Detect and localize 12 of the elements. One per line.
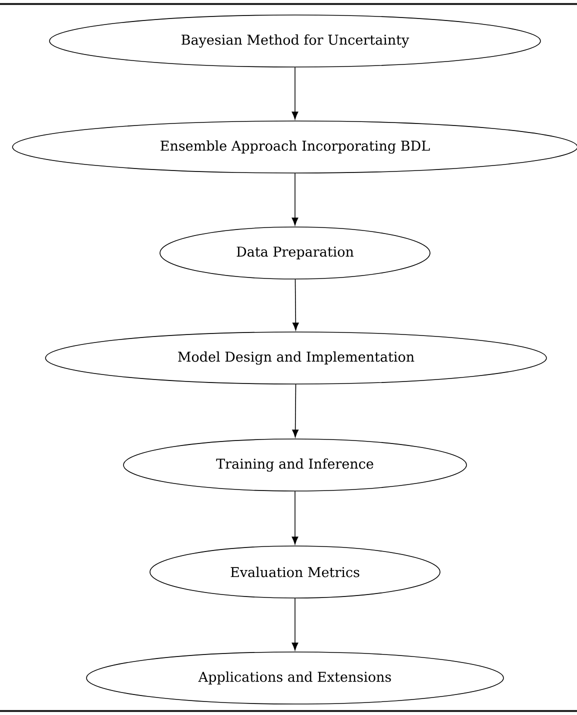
ellipse-node: Evaluation Metrics (150, 546, 440, 598)
arrow (292, 279, 299, 330)
ellipse-node: Bayesian Method for Uncertainty (49, 14, 541, 68)
ellipse-node: Applications and Extensions (86, 652, 504, 704)
arrow (292, 491, 298, 544)
ellipse-node: Data Preparation (160, 226, 430, 280)
arrow (292, 173, 298, 226)
ellipse-node: Training and Inference (123, 438, 467, 492)
ellipse-node: Model Design and Implementation (45, 332, 547, 384)
arrow (292, 67, 298, 120)
arrow (292, 598, 298, 650)
arrow (292, 384, 298, 438)
